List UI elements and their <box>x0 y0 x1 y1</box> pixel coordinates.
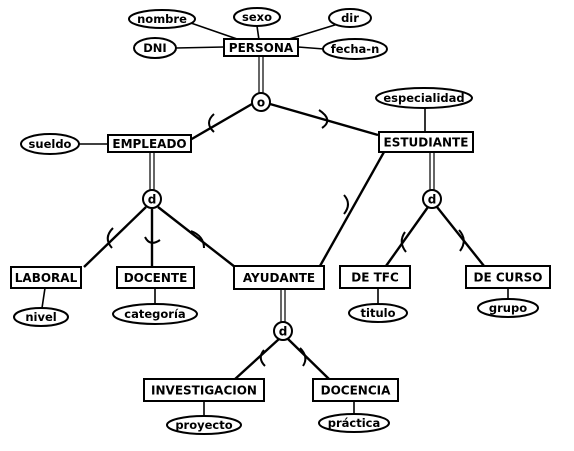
subset-arc-investigacion <box>259 349 266 367</box>
edge-d-de-curso <box>436 206 485 267</box>
subset-arc-laboral <box>106 227 114 249</box>
attribute-especialidad-label: especialidad <box>383 91 464 105</box>
entity-de-curso-label: DE CURSO <box>474 271 543 285</box>
entity-docencia-label: DOCENCIA <box>321 384 391 398</box>
entity-de-tfc-label: DE TFC <box>351 271 399 285</box>
attribute-nombre: nombre <box>128 9 196 29</box>
edge-overlap-empleado <box>189 102 253 142</box>
attribute-dir-label: dir <box>341 11 359 25</box>
specialization-disjoint-estudiante-label: d <box>428 193 437 207</box>
specialization-disjoint-ayudante: d <box>273 321 293 341</box>
subset-arc-ayudante-emp <box>190 230 205 249</box>
edge-persona-dni <box>175 46 225 49</box>
specialization-disjoint-empleado: d <box>142 189 162 209</box>
edge-persona-fecha-n <box>297 46 325 50</box>
specialization-disjoint-estudiante: d <box>422 189 442 209</box>
entity-investigacion: INVESTIGACION <box>143 378 265 402</box>
attribute-fecha-n: fecha-n <box>322 38 388 60</box>
attribute-titulo-label: titulo <box>361 306 396 320</box>
entity-laboral: LABORAL <box>10 266 82 289</box>
subset-arc-empleado <box>208 113 215 133</box>
specialization-overlap-label: o <box>257 96 265 110</box>
entity-de-tfc: DE TFC <box>339 265 411 289</box>
specialization-disjoint-ayudante-label: d <box>279 325 288 339</box>
specialization-overlap-persona: o <box>251 92 271 112</box>
edge-persona-sexo <box>256 25 260 41</box>
specialization-disjoint-empleado-label: d <box>148 193 157 207</box>
attribute-sueldo: sueldo <box>20 133 80 155</box>
edge-laboral-nivel <box>41 287 46 309</box>
subset-arc-de-curso <box>458 229 465 252</box>
attribute-categoria: categoría <box>112 303 198 325</box>
subset-arc-de-tfc <box>400 231 407 253</box>
entity-empleado: EMPLEADO <box>107 134 192 153</box>
attribute-especialidad: especialidad <box>375 87 473 109</box>
attribute-practica-label: práctica <box>328 416 381 430</box>
attribute-dir: dir <box>328 8 372 28</box>
entity-laboral-label: LABORAL <box>15 271 78 285</box>
edge-persona-dir <box>285 23 339 41</box>
attribute-nivel: nivel <box>13 307 69 327</box>
edge-d-docencia <box>287 338 331 381</box>
attribute-sexo: sexo <box>233 7 281 27</box>
attribute-nivel-label: nivel <box>25 310 56 324</box>
entity-docente-label: DOCENTE <box>124 271 188 285</box>
subset-arc-docente <box>144 236 161 244</box>
attribute-dni-label: DNI <box>143 41 166 55</box>
entity-persona-label: PERSONA <box>229 41 294 55</box>
attribute-nombre-label: nombre <box>137 12 187 26</box>
subset-arcs <box>106 109 465 367</box>
connections <box>41 21 509 416</box>
entity-de-curso: DE CURSO <box>465 265 551 289</box>
entity-investigacion-label: INVESTIGACION <box>151 384 257 398</box>
entity-estudiante: ESTUDIANTE <box>378 131 474 153</box>
attribute-proyecto: proyecto <box>166 415 242 435</box>
entity-docencia: DOCENCIA <box>312 378 399 402</box>
edge-overlap-estudiante <box>269 102 379 137</box>
attribute-titulo: titulo <box>348 303 408 323</box>
attribute-practica: práctica <box>318 413 390 433</box>
subset-arc-estudiante <box>318 109 329 129</box>
attribute-categoria-label: categoría <box>124 307 185 321</box>
attribute-dni: DNI <box>133 37 177 59</box>
entity-persona: PERSONA <box>223 38 299 57</box>
edge-d-de-tfc <box>385 206 429 267</box>
edge-persona-nombre <box>187 21 241 41</box>
subset-arc-ayudante-est <box>343 194 349 215</box>
attribute-sueldo-label: sueldo <box>29 137 72 151</box>
attribute-grupo: grupo <box>477 298 539 318</box>
entity-docente: DOCENTE <box>116 266 195 289</box>
attribute-fecha-n-label: fecha-n <box>331 42 380 56</box>
edge-d-ayudante-emp <box>157 206 236 268</box>
edge-d-investigacion <box>233 338 280 381</box>
entity-estudiante-label: ESTUDIANTE <box>384 136 469 150</box>
edge-d-laboral <box>83 206 147 268</box>
entity-empleado-label: EMPLEADO <box>112 137 186 151</box>
subset-arc-docencia <box>299 347 307 367</box>
attribute-grupo-label: grupo <box>489 301 527 315</box>
entity-ayudante-label: AYUDANTE <box>243 271 315 285</box>
attribute-proyecto-label: proyecto <box>175 418 232 432</box>
entity-ayudante: AYUDANTE <box>233 265 325 290</box>
edge-estudiante-ayudante <box>318 151 386 267</box>
attribute-sexo-label: sexo <box>242 10 272 24</box>
